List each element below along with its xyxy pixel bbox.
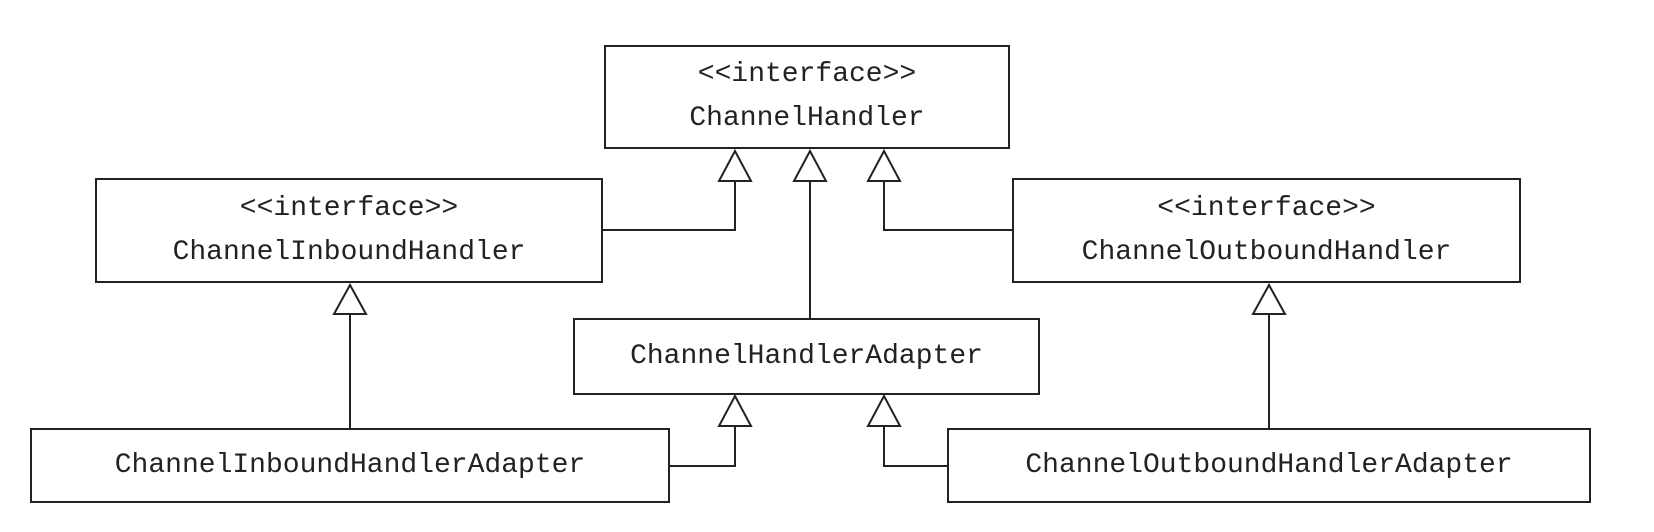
inheritance-arrowhead	[866, 393, 902, 427]
class-box-channel-outbound-handler: <<interface>> ChannelOutboundHandler	[1012, 178, 1521, 283]
inheritance-arrowhead	[332, 282, 368, 315]
inheritance-arrowhead	[717, 148, 753, 182]
stereotype-label: <<interface>>	[239, 192, 459, 224]
inheritance-arrowhead	[1251, 282, 1287, 315]
class-name: ChannelHandler	[689, 103, 925, 134]
stereotype-label: <<interface>>	[697, 59, 917, 90]
edge-outbound-adapter-to-adapter	[883, 426, 947, 467]
class-box-channel-inbound-handler-adapter: ChannelInboundHandlerAdapter	[30, 428, 670, 503]
stereotype-label: <<interface>>	[1157, 192, 1376, 224]
class-box-channel-handler-adapter: ChannelHandlerAdapter	[573, 318, 1040, 395]
edge-outbound-to-handler	[883, 181, 1012, 231]
class-name: ChannelInboundHandler	[172, 236, 526, 268]
class-name: ChannelOutboundHandler	[1081, 236, 1452, 268]
edge-inbound-to-handler	[603, 181, 736, 231]
class-box-channel-inbound-handler: <<interface>> ChannelInboundHandler	[95, 178, 603, 283]
class-name: ChannelInboundHandlerAdapter	[114, 449, 586, 481]
class-name: ChannelOutboundHandlerAdapter	[1025, 449, 1513, 481]
edge-inbound-adapter-to-adapter	[670, 426, 736, 467]
class-name: ChannelHandlerAdapter	[630, 340, 983, 372]
class-box-channel-handler: <<interface>> ChannelHandler	[604, 45, 1010, 149]
class-box-channel-outbound-handler-adapter: ChannelOutboundHandlerAdapter	[947, 428, 1591, 503]
inheritance-arrowhead	[792, 148, 828, 182]
inheritance-arrowhead	[866, 148, 902, 182]
inheritance-arrowhead	[717, 393, 753, 427]
